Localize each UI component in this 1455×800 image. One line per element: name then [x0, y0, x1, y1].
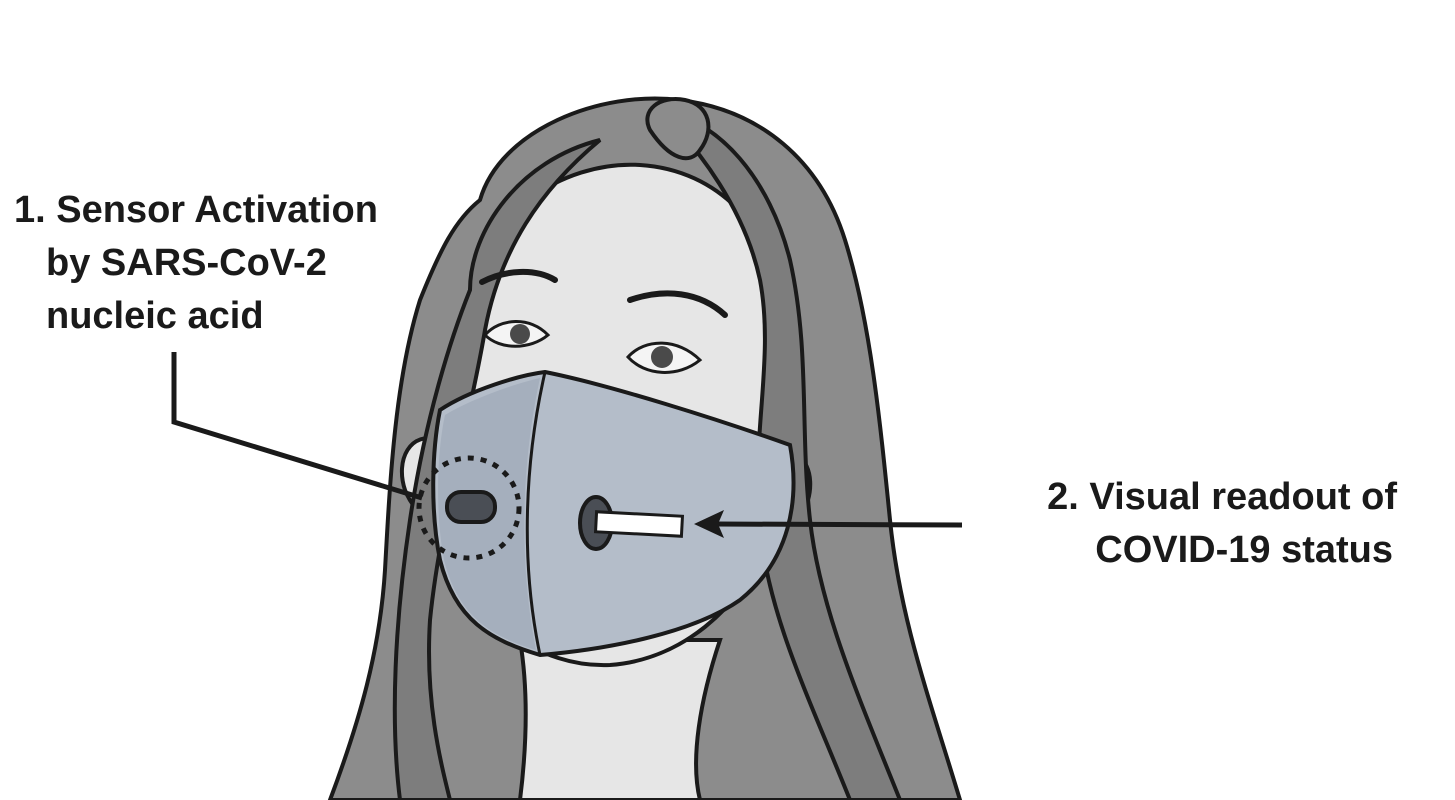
sensor-callout-line-3: nucleic acid — [46, 295, 264, 337]
visual-readout-callout: 2. Visual readout of COVID-19 status — [1047, 471, 1397, 577]
sensor-activation-callout: 1. Sensor Activation by SARS-CoV-2 nucle… — [14, 184, 378, 343]
eyebrow-left — [479, 268, 558, 285]
eye-left — [482, 320, 551, 348]
mask-seam — [525, 371, 547, 656]
sensor-callout-line-2: by SARS-CoV-2 — [46, 242, 327, 284]
readout-callout-line-2: COVID-19 status — [1095, 529, 1393, 571]
readout-strip-icon — [578, 495, 685, 551]
readout-arrow — [694, 510, 963, 538]
sensor-module-icon — [416, 455, 522, 561]
sensor-leader-line — [171, 352, 423, 501]
sensor-callout-line-1: 1. Sensor Activation — [14, 189, 378, 231]
readout-callout-line-1: 2. Visual readout of — [1047, 476, 1397, 518]
neck — [517, 638, 723, 800]
hair-crown — [645, 97, 711, 161]
eye-right — [625, 341, 703, 374]
eyebrow-right — [627, 290, 728, 318]
